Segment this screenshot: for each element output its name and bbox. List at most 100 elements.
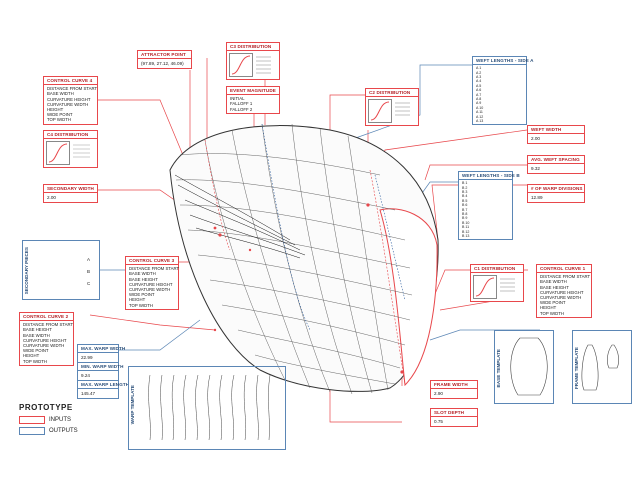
c4-distribution-title: C4 DISTRIBUTION bbox=[44, 131, 97, 140]
piece-label-b: B bbox=[87, 269, 91, 274]
c4-values-list bbox=[73, 144, 90, 158]
weft-a-item: A 7 bbox=[476, 92, 482, 97]
cc4-line: TOP WIDTH bbox=[47, 117, 71, 123]
cc1-line: DISTANCE FROM START bbox=[540, 274, 591, 280]
frame-width-title: FRAME WIDTH bbox=[431, 381, 477, 390]
control-curve-1-box: CONTROL CURVE 1 DISTANCE FROM START BASE… bbox=[536, 264, 592, 318]
woven-shell bbox=[169, 123, 439, 395]
secondary-width-value: 2.00 bbox=[47, 195, 56, 201]
legend: PROTOTYPE INPUTS OUTPUTS bbox=[19, 403, 78, 435]
max-warp-width-box: MAX. WARP WIDTH 22.99 bbox=[77, 344, 125, 364]
weft-width-box: WEFT WIDTH 2.00 bbox=[527, 125, 585, 145]
c3-curve-graph bbox=[229, 53, 253, 78]
base-template-drawing bbox=[510, 337, 548, 396]
frame-width-box: FRAME WIDTH 2.90 bbox=[430, 380, 478, 400]
weft-lengths-a-box: WEFT LENGTHS - SIDE A A 1 A 2 A 3 A 4 A … bbox=[472, 56, 533, 126]
legend-outputs-label: OUTPUTS bbox=[49, 428, 78, 434]
weft-width-value: 2.00 bbox=[531, 136, 540, 142]
cc3-line: HEIGHT bbox=[129, 297, 146, 303]
weft-a-item: A 13 bbox=[476, 119, 484, 124]
warp-template-panel: WARP TEMPLATE bbox=[128, 366, 286, 450]
attractor-point-value: (97.89, 27.12, 46.09) bbox=[141, 61, 184, 67]
weft-a-item: A 5 bbox=[476, 83, 482, 88]
weft-a-item: A 9 bbox=[476, 101, 482, 106]
weft-b-item: B 7 bbox=[462, 207, 468, 212]
weft-b-item: B 3 bbox=[462, 190, 468, 195]
warp-template-strips bbox=[148, 374, 271, 441]
cc2-line: DISTANCE FROM START bbox=[23, 322, 74, 328]
cc2-line: CURVATURE HEIGHT bbox=[23, 337, 67, 343]
weft-a-item: A 1 bbox=[476, 66, 482, 71]
cc4-line: CURVATURE WIDTH bbox=[47, 101, 89, 107]
weft-lengths-b-title: WEFT LENGTHS - SIDE B bbox=[459, 172, 520, 181]
cc2-line: BASE WIDTH bbox=[23, 332, 50, 338]
weft-a-item: A 12 bbox=[476, 114, 484, 119]
c1-distribution-box: C1 DISTRIBUTION bbox=[470, 264, 524, 303]
piece-label-a: A bbox=[87, 257, 91, 262]
cc3-line: CURVATURE HEIGHT bbox=[129, 281, 173, 287]
cc3-line: CURVATURE WIDTH bbox=[129, 287, 171, 293]
max-warp-width-value: 22.99 bbox=[81, 355, 93, 361]
weft-b-item: B 4 bbox=[462, 194, 468, 199]
max-warp-width-title: MAX. WARP WIDTH bbox=[78, 345, 125, 354]
cc2-line: HEIGHT bbox=[23, 353, 40, 359]
weft-width-title: WEFT WIDTH bbox=[528, 126, 584, 135]
control-curve-2-title: CONTROL CURVE 2 bbox=[20, 313, 73, 322]
base-template-title: BASE TEMPLATE bbox=[496, 349, 501, 388]
c1-distribution-title: C1 DISTRIBUTION bbox=[471, 265, 523, 274]
secondary-pieces-title: SECONDARY PIECES bbox=[24, 247, 29, 295]
cc1-line: HEIGHT bbox=[540, 305, 557, 311]
max-warp-length-title: MAX. WARP LENGTH bbox=[78, 381, 129, 390]
c1-values-list bbox=[500, 278, 515, 292]
c4-distribution-box: C4 DISTRIBUTION bbox=[43, 130, 98, 169]
cc1-line: CURVATURE WIDTH bbox=[540, 295, 582, 301]
avg-weft-spacing-value: 9.32 bbox=[531, 166, 540, 172]
avg-weft-spacing-box: AVG. WEFT SPACING 9.32 bbox=[527, 155, 585, 175]
legend-inputs-label: INPUTS bbox=[49, 417, 72, 423]
min-warp-width-title: MIN. WARP WIDTH bbox=[78, 363, 123, 372]
c2-values-list bbox=[395, 102, 410, 116]
cc1-line: BASE WIDTH bbox=[540, 279, 567, 285]
attractor-point-box: ATTRACTOR POINT (97.89, 27.12, 46.09) bbox=[137, 50, 192, 70]
weft-a-item: A 2 bbox=[476, 70, 482, 75]
weft-b-item: B 1 bbox=[462, 181, 468, 186]
cc3-line: TOP WIDTH bbox=[129, 302, 153, 308]
attractor-point-title: ATTRACTOR POINT bbox=[138, 51, 191, 60]
slot-depth-box: SLOT DEPTH 0.75 bbox=[430, 408, 478, 428]
min-warp-width-box: MIN. WARP WIDTH 9.24 bbox=[77, 362, 123, 382]
cc4-line: DISTANCE FROM START bbox=[47, 86, 98, 92]
cc2-line: CURVATURE WIDTH bbox=[23, 343, 65, 349]
frame-template-drawing bbox=[581, 344, 619, 391]
c2-distribution-title: C2 DISTRIBUTION bbox=[366, 89, 418, 98]
weft-b-item: B 12 bbox=[462, 229, 470, 234]
secondary-pieces-panel: SECONDARY PIECES A B C bbox=[22, 240, 100, 300]
weft-b-item: B 5 bbox=[462, 198, 468, 203]
secondary-width-box: SECONDARY WIDTH 2.00 bbox=[43, 184, 98, 204]
piece-label-c: C bbox=[87, 281, 91, 286]
c3-distribution-box: C3 DISTRIBUTION bbox=[226, 42, 280, 81]
cc3-line: BASE HEIGHT bbox=[129, 276, 158, 282]
cc2-line: BASE HEIGHT bbox=[23, 327, 52, 333]
weft-b-item: B 6 bbox=[462, 203, 468, 208]
event-magnitude-initial: INITIAL bbox=[230, 96, 245, 102]
weft-lengths-b-box: WEFT LENGTHS - SIDE B B 1 B 2 B 3 B 4 B … bbox=[458, 171, 520, 241]
event-magnitude-title: EVENT MAGNITUDE bbox=[227, 87, 279, 96]
c4-curve-graph bbox=[46, 141, 70, 166]
max-warp-length-value: 145.47 bbox=[81, 391, 96, 397]
weft-a-item: A 8 bbox=[476, 97, 482, 102]
weft-lengths-a-title: WEFT LENGTHS - SIDE A bbox=[473, 57, 533, 66]
cc3-line: WIDE POINT bbox=[129, 292, 155, 298]
c3-values-list bbox=[256, 56, 271, 74]
warp-template-title: WARP TEMPLATE bbox=[130, 385, 135, 425]
weft-a-item: A 4 bbox=[476, 79, 482, 84]
event-magnitude-box: EVENT MAGNITUDE INITIAL FALLOFF 1 FALLOF… bbox=[226, 86, 280, 114]
weft-b-item: B 2 bbox=[462, 185, 468, 190]
max-warp-length-box: MAX. WARP LENGTH 145.47 bbox=[77, 380, 129, 400]
weft-b-item: B 8 bbox=[462, 212, 468, 217]
warp-divisions-title: # OF WARP DIVISIONS bbox=[528, 185, 584, 194]
frame-width-value: 2.90 bbox=[434, 391, 443, 397]
weft-a-item: A 6 bbox=[476, 88, 482, 93]
inputs-swatch bbox=[19, 416, 45, 424]
c2-distribution-box: C2 DISTRIBUTION bbox=[365, 88, 419, 127]
